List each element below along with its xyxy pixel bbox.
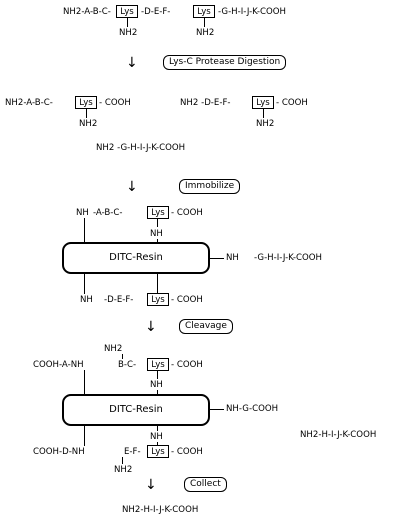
step-immobilize-label: Immobilize (179, 179, 241, 194)
top-lys-2-box: Lys (193, 5, 215, 18)
cleaved-nh2-bottom: NH2 (114, 465, 133, 475)
cleaved-lower-lys-box: Lys (147, 445, 169, 458)
immob-right-linker (210, 258, 224, 259)
immob-upper-bond (157, 219, 158, 227)
down-arrow-icon: ↓ (145, 319, 157, 335)
top-nh2-2: NH2 (196, 28, 215, 38)
cleaved-upper-nh-mid: NH (150, 380, 163, 390)
immob-lower-lys-box: Lys (147, 293, 169, 306)
fragment-1-cooh: - COOH (99, 98, 131, 108)
step-digest-label: Lys-C Protease Digestion (163, 55, 287, 70)
cleaved-left-upper: COOH-A-NH (33, 360, 84, 370)
step-cleavage-label: Cleavage (179, 319, 233, 334)
cleaved-lower-nh-mid: NH (150, 432, 163, 442)
fragment-2-nh2: NH2 (256, 119, 275, 129)
immob-upper-cooh: - COOH (171, 208, 203, 218)
immob-upper-nh-mid: NH (150, 229, 163, 239)
cleaved-upper-bond-2 (157, 390, 158, 394)
immob-lower-nh: NH (80, 295, 93, 305)
cleaved-left-linker-up (84, 370, 85, 394)
cleaved-lower-chain: E-F- (124, 447, 141, 457)
top-nh2-1: NH2 (119, 28, 138, 38)
cleaved-nh2-top: NH2 (104, 344, 123, 354)
immob-left-linker-up (84, 218, 85, 242)
fragment-3-chain: NH2 -G-H-I-J-K-COOH (96, 143, 186, 153)
top-seg-3: -G-H-I-J-K-COOH (218, 7, 287, 17)
fragment-1-lys-box: Lys (75, 96, 97, 109)
step-collect-label: Collect (184, 477, 227, 492)
released-fragment: NH2-H-I-J-K-COOH (300, 430, 377, 440)
top-lys-1-box: Lys (116, 5, 138, 18)
down-arrow-icon: ↓ (126, 179, 138, 195)
immob-lower-bond (157, 274, 158, 294)
cleaved-upper-chain: B-C- (118, 360, 137, 370)
ditc-resin-immobilized: DITC-Resin (62, 242, 210, 274)
immob-upper-nh: NH (76, 208, 89, 218)
cleaved-lower-cooh: - COOH (171, 447, 203, 457)
immob-lower-chain: -D-E-F- (104, 295, 134, 305)
cleaved-lower-bond (157, 426, 158, 431)
top-seg-1: NH2-A-B-C- (63, 7, 111, 17)
top-bond-1 (127, 18, 128, 27)
cleaved-upper-cooh: - COOH (171, 360, 203, 370)
down-arrow-icon: ↓ (145, 477, 157, 493)
fragment-1-bond (86, 109, 87, 118)
fragment-1-chain: NH2-A-B-C- (5, 98, 53, 108)
cleaved-left-linker-down (84, 426, 85, 446)
cleaved-lower-bond-2 (157, 442, 158, 446)
immob-upper-chain: -A-B-C- (93, 208, 123, 218)
top-bond-2 (204, 18, 205, 27)
cleaved-left-lower: COOH-D-NH (33, 447, 85, 457)
fragment-2-chain: NH2 -D-E-F- (180, 98, 231, 108)
fragment-2-bond (263, 109, 264, 118)
cleaved-upper-lys-box: Lys (147, 358, 169, 371)
cleaved-upper-bond (157, 371, 158, 379)
down-arrow-icon: ↓ (126, 55, 138, 71)
cleaved-right-linker (210, 409, 224, 410)
fragment-2-cooh: - COOH (276, 98, 308, 108)
immob-upper-bond-2 (157, 239, 158, 243)
final-product: NH2-H-I-J-K-COOH (122, 505, 199, 515)
immob-right-chain: -G-H-I-J-K-COOH (254, 253, 323, 263)
cleaved-nh2-bottom-bond (122, 457, 123, 464)
cleaved-nh2-top-bond (122, 354, 123, 359)
top-seg-2: -D-E-F- (141, 7, 171, 17)
fragment-2-lys-box: Lys (252, 96, 274, 109)
immob-upper-lys-box: Lys (147, 206, 169, 219)
ditc-resin-cleaved: DITC-Resin (62, 394, 210, 426)
immob-left-linker-down (84, 274, 85, 294)
immob-lower-cooh: - COOH (171, 295, 203, 305)
fragment-1-nh2: NH2 (79, 119, 98, 129)
cleaved-right-label: NH-G-COOH (226, 404, 279, 414)
immob-right-nh: NH (226, 253, 239, 263)
